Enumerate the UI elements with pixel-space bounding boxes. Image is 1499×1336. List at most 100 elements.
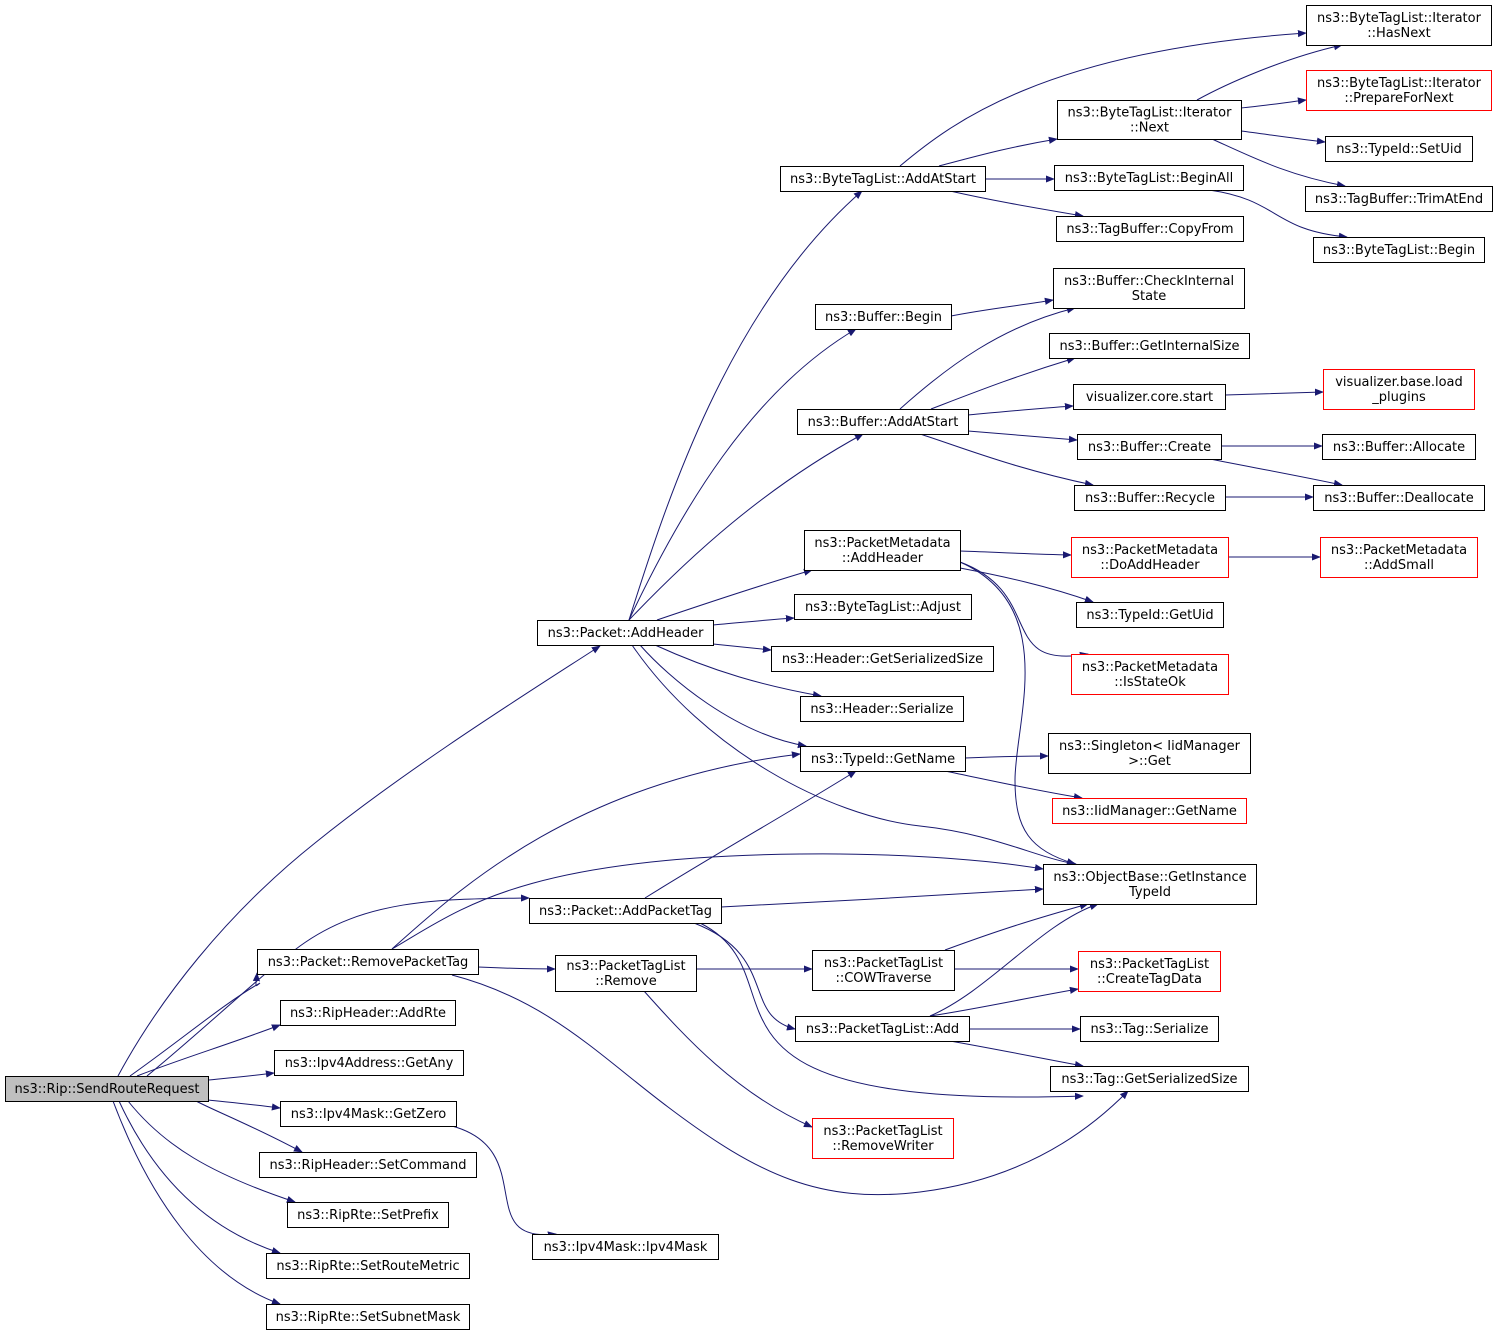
node-box[interactable] [794, 594, 972, 620]
node-root[interactable]: ns3::Rip::SendRouteRequest [5, 1076, 209, 1102]
node-removeWriter[interactable]: ns3::PacketTagList::RemoveWriter [812, 1118, 954, 1159]
node-bufferBegin[interactable]: ns3::Buffer::Begin [815, 304, 952, 330]
node-btlIterHasNext[interactable]: ns3::ByteTagList::Iterator::HasNext [1306, 5, 1492, 46]
node-ripRteSetRouteMetric[interactable]: ns3::RipRte::SetRouteMetric [266, 1253, 470, 1279]
node-box[interactable] [1080, 1016, 1219, 1042]
node-createTagData[interactable]: ns3::PacketTagList::CreateTagData [1078, 951, 1221, 992]
node-ipv4MaskGetZero[interactable]: ns3::Ipv4Mask::GetZero [280, 1101, 457, 1127]
node-pktMetaIsStateOk[interactable]: ns3::PacketMetadata::IsStateOk [1071, 654, 1229, 695]
node-tagBufferTrimAtEnd[interactable]: ns3::TagBuffer::TrimAtEnd [1305, 186, 1493, 212]
node-byteTagListAddAtStart[interactable]: ns3::ByteTagList::AddAtStart [780, 166, 986, 192]
node-box[interactable] [1323, 369, 1475, 410]
node-iidManagerGetName[interactable]: ns3::IidManager::GetName [1052, 798, 1247, 824]
node-pktTagListAdd[interactable]: ns3::PacketTagList::Add [795, 1016, 970, 1042]
node-headerGetSerializedSize[interactable]: ns3::Header::GetSerializedSize [771, 646, 994, 672]
node-box[interactable] [280, 1000, 456, 1026]
node-bufferAllocate[interactable]: ns3::Buffer::Allocate [1322, 434, 1476, 460]
node-box[interactable] [1305, 186, 1493, 212]
node-box[interactable] [1053, 268, 1245, 309]
node-box[interactable] [1043, 864, 1257, 905]
node-ripHeaderAddRte[interactable]: ns3::RipHeader::AddRte [280, 1000, 456, 1026]
node-box[interactable] [266, 1304, 470, 1330]
node-box[interactable] [1049, 333, 1250, 359]
node-box[interactable] [266, 1253, 470, 1279]
node-box[interactable] [1325, 136, 1473, 162]
node-ripRteSetPrefix[interactable]: ns3::RipRte::SetPrefix [287, 1202, 449, 1228]
node-ipv4GetAny[interactable]: ns3::Ipv4Address::GetAny [274, 1050, 464, 1076]
node-addHeader[interactable]: ns3::Packet::AddHeader [537, 620, 714, 646]
node-pktMetaAddSmall[interactable]: ns3::PacketMetadata::AddSmall [1320, 537, 1478, 578]
node-tagSerialize[interactable]: ns3::Tag::Serialize [1080, 1016, 1219, 1042]
node-btlIterNext[interactable]: ns3::ByteTagList::Iterator::Next [1057, 100, 1242, 140]
node-btlBeginAll[interactable]: ns3::ByteTagList::BeginAll [1054, 165, 1244, 191]
node-pktMetaDoAddHeader[interactable]: ns3::PacketMetadata::DoAddHeader [1071, 537, 1229, 578]
node-box[interactable] [1057, 100, 1242, 140]
node-addPacketTag[interactable]: ns3::Packet::AddPacketTag [529, 898, 722, 924]
node-box[interactable] [1320, 537, 1478, 578]
node-bufferGetInternalSize[interactable]: ns3::Buffer::GetInternalSize [1049, 333, 1250, 359]
node-box[interactable] [257, 949, 479, 975]
node-tagGetSerializedSize[interactable]: ns3::Tag::GetSerializedSize [1050, 1066, 1249, 1092]
node-typeIdGetUid[interactable]: ns3::TypeId::GetUid [1076, 602, 1224, 628]
node-box[interactable] [780, 166, 986, 192]
node-box[interactable] [259, 1152, 477, 1178]
node-box[interactable] [815, 304, 952, 330]
node-byteTagListAdjust[interactable]: ns3::ByteTagList::Adjust [794, 594, 972, 620]
node-vizLoadPlugins[interactable]: visualizer.base.load_plugins [1323, 369, 1475, 410]
node-pktTagListRemove[interactable]: ns3::PacketTagList::Remove [555, 955, 697, 992]
node-box[interactable] [1056, 216, 1244, 242]
node-ripRteSetSubnetMask[interactable]: ns3::RipRte::SetSubnetMask [266, 1304, 470, 1330]
node-btlBegin[interactable]: ns3::ByteTagList::Begin [1313, 237, 1485, 263]
node-bufferCreate[interactable]: ns3::Buffer::Create [1077, 434, 1222, 460]
node-removePacketTag[interactable]: ns3::Packet::RemovePacketTag [257, 949, 479, 975]
node-box[interactable] [1050, 1066, 1249, 1092]
node-bufferRecycle[interactable]: ns3::Buffer::Recycle [1074, 485, 1226, 511]
node-btlIterPrepare[interactable]: ns3::ByteTagList::Iterator::PrepareForNe… [1306, 70, 1492, 111]
node-box[interactable] [1071, 654, 1229, 695]
node-cowTraverse[interactable]: ns3::PacketTagList::COWTraverse [812, 950, 955, 991]
node-box[interactable] [1313, 237, 1485, 263]
node-box[interactable] [529, 898, 722, 924]
node-box[interactable] [1073, 384, 1226, 410]
node-box[interactable] [1306, 70, 1492, 111]
node-box[interactable] [555, 955, 697, 992]
node-headerSerialize[interactable]: ns3::Header::Serialize [800, 696, 964, 722]
node-pktMetaAddHeader[interactable]: ns3::PacketMetadata::AddHeader [804, 530, 961, 571]
node-typeIdSetUid[interactable]: ns3::TypeId::SetUid [1325, 136, 1473, 162]
node-box[interactable] [1071, 537, 1229, 578]
node-typeIdGetName[interactable]: ns3::TypeId::GetName [800, 746, 966, 772]
node-box[interactable] [771, 646, 994, 672]
node-box[interactable] [800, 696, 964, 722]
node-bufferAddAtStart[interactable]: ns3::Buffer::AddAtStart [797, 409, 969, 435]
node-box[interactable] [274, 1050, 464, 1076]
node-box[interactable] [797, 409, 969, 435]
node-vizCoreStart[interactable]: visualizer.core.start [1073, 384, 1226, 410]
node-ipv4MaskCtor[interactable]: ns3::Ipv4Mask::Ipv4Mask [532, 1234, 719, 1260]
node-bufferDeallocate[interactable]: ns3::Buffer::Deallocate [1313, 485, 1485, 511]
node-ripHeaderSetCommand[interactable]: ns3::RipHeader::SetCommand [259, 1152, 477, 1178]
node-box[interactable] [1052, 798, 1247, 824]
node-box[interactable] [532, 1234, 719, 1260]
node-box[interactable] [1322, 434, 1476, 460]
node-box[interactable] [1077, 434, 1222, 460]
node-box[interactable] [795, 1016, 970, 1042]
node-box[interactable] [1078, 951, 1221, 992]
node-singletonGet[interactable]: ns3::Singleton< IidManager>::Get [1048, 733, 1251, 774]
node-box[interactable] [800, 746, 966, 772]
node-tagBufferCopyFrom[interactable]: ns3::TagBuffer::CopyFrom [1056, 216, 1244, 242]
node-box[interactable] [1076, 602, 1224, 628]
node-box[interactable] [804, 530, 961, 571]
node-box[interactable] [5, 1076, 209, 1102]
node-box[interactable] [1074, 485, 1226, 511]
node-box[interactable] [1306, 5, 1492, 46]
node-box[interactable] [812, 1118, 954, 1159]
node-box[interactable] [537, 620, 714, 646]
node-box[interactable] [280, 1101, 457, 1127]
node-box[interactable] [287, 1202, 449, 1228]
node-box[interactable] [812, 950, 955, 991]
node-box[interactable] [1048, 733, 1251, 774]
node-box[interactable] [1054, 165, 1244, 191]
node-box[interactable] [1313, 485, 1485, 511]
